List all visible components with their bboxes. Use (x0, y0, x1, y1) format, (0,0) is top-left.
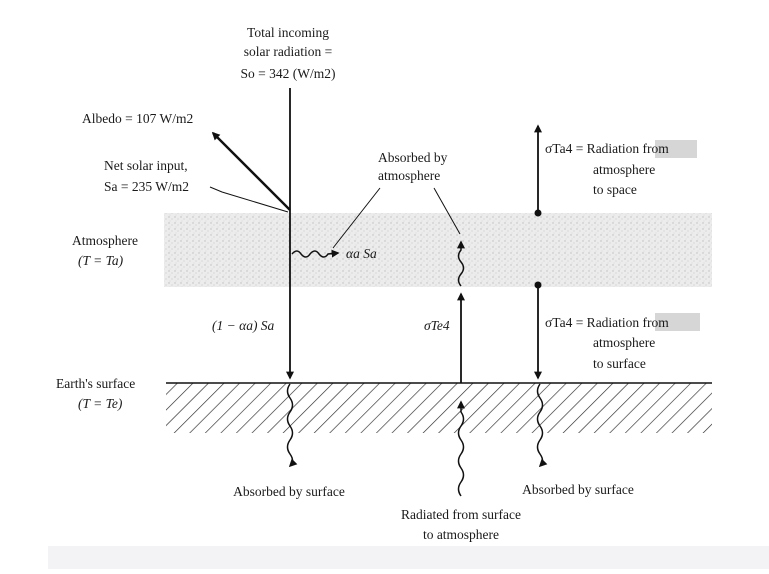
atm-surface-label-2: atmosphere (593, 335, 655, 350)
absorbed-atm-leader-left (332, 187, 381, 249)
incoming-label-3: So = 342 (W/m2) (241, 66, 336, 81)
atm-surface-label-3: to surface (593, 356, 646, 371)
albedo-label: Albedo = 107 W/m2 (82, 111, 193, 126)
net-solar-label-2: Sa = 235 W/m2 (104, 179, 189, 194)
absorbed-surface-wavy-left (286, 383, 298, 468)
surface-label-2: (T = Te) (78, 396, 123, 411)
incoming-label-2: solar radiation = (244, 44, 333, 59)
sigma-te-label: σTe4 (424, 318, 450, 333)
absorbed-atm-label-2: atmosphere (378, 168, 440, 183)
highlight-from-top (655, 140, 697, 158)
albedo-arrow (211, 131, 291, 211)
alpha-s-wavy-arrow (291, 249, 340, 258)
atmosphere-band (164, 213, 712, 287)
atmosphere-label-1: Atmosphere (72, 233, 138, 248)
net-solar-label-1: Net solar input, (104, 158, 188, 173)
absorbed-surface-left-label: Absorbed by surface (233, 484, 345, 499)
bottom-bar (48, 546, 769, 569)
absorbed-atm-label-1: Absorbed by (378, 150, 448, 165)
radiated-label-2: to atmosphere (423, 527, 499, 542)
incoming-label-1: Total incoming (247, 25, 329, 40)
atm-space-label-1: σTa4 = Radiation from (545, 141, 669, 156)
atm-space-label-3: to space (593, 182, 637, 197)
absorbed-surface-right-label: Absorbed by surface (522, 482, 634, 497)
radiated-label-1: Radiated from surface (401, 507, 521, 522)
surface-radiation-wavy (457, 400, 465, 497)
surface-hatch (166, 383, 712, 433)
highlight-from-bottom (655, 313, 700, 331)
atm-surface-label-1: σTa4 = Radiation from (545, 315, 669, 330)
absorbed-surface-wavy-right (536, 383, 548, 468)
net-solar-leader (209, 186, 289, 213)
absorbed-atm-leader-right (433, 187, 461, 235)
surface-label-1: Earth's surface (56, 376, 135, 391)
alpha-s-label: αa Sa (346, 246, 377, 261)
one-minus-alpha-label: (1 − αa) Sa (212, 318, 275, 333)
surface-radiation-wavy-atm (457, 240, 465, 287)
atm-space-label-2: atmosphere (593, 162, 655, 177)
atmosphere-label-2: (T = Ta) (78, 253, 124, 268)
